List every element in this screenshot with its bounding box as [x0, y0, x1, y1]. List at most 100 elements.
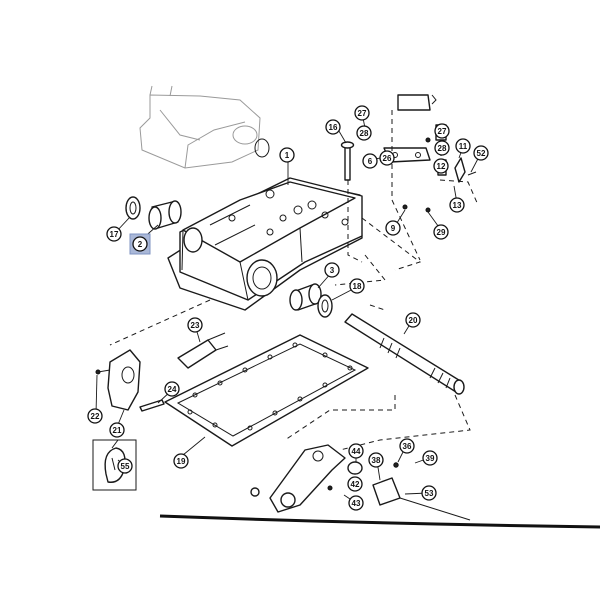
callout-circle	[421, 485, 437, 501]
callout-number: 24	[168, 385, 177, 394]
callout-number: 6	[368, 157, 373, 166]
callout-2: 2	[129, 233, 151, 255]
callout-number: 13	[453, 201, 462, 210]
callout-16: 16	[325, 119, 341, 135]
callout-number: 53	[425, 489, 434, 498]
callout-circle	[449, 197, 465, 213]
callout-circle	[434, 123, 450, 139]
callout-19: 19	[173, 453, 189, 469]
callout-52: 52	[473, 145, 489, 161]
callout-circle	[173, 453, 189, 469]
callout-number: 17	[110, 230, 119, 239]
callout-circle	[132, 236, 148, 252]
callout-number: 18	[353, 282, 362, 291]
callout-circle	[348, 443, 364, 459]
callout-circle	[187, 317, 203, 333]
callout-circle	[473, 145, 489, 161]
callout-number: 55	[121, 462, 130, 471]
callout-circle	[362, 153, 378, 169]
callout-number: 3	[330, 266, 335, 275]
callout-9: 9	[385, 220, 401, 236]
callout-number: 43	[352, 499, 361, 508]
page-cut-line	[159, 514, 600, 529]
callout-53: 53	[421, 485, 437, 501]
callout-number: 52	[477, 149, 486, 158]
callout-38: 38	[368, 452, 384, 468]
callout-number: 23	[191, 321, 200, 330]
callout-23: 23	[187, 317, 203, 333]
gasket-part-19	[164, 334, 369, 447]
callout-39: 39	[422, 450, 438, 466]
bushing-part-3	[289, 283, 322, 311]
callout-number: 44	[352, 447, 361, 456]
seal-part-18	[317, 294, 333, 318]
callout-circle	[279, 147, 295, 163]
callout-number: 42	[351, 480, 360, 489]
callout-number: 2	[138, 240, 143, 249]
lower-right-lever-assembly	[250, 444, 471, 521]
callout-circle	[433, 224, 449, 240]
pin-part-24	[139, 399, 165, 412]
callout-circle	[379, 150, 395, 166]
callout-27: 27	[434, 123, 450, 139]
seal-part-17	[125, 196, 141, 220]
callout-circle	[87, 408, 103, 424]
callout-circle	[106, 226, 122, 242]
callout-1: 1	[279, 147, 295, 163]
callout-29: 29	[433, 224, 449, 240]
leader-lines	[95, 112, 482, 504]
callout-number: 16	[329, 123, 338, 132]
callout-circle	[433, 158, 449, 174]
callout-18: 18	[349, 278, 365, 294]
callout-circle	[325, 119, 341, 135]
callout-number: 27	[438, 127, 447, 136]
callout-12: 12	[433, 158, 449, 174]
callout-circle	[349, 278, 365, 294]
callout-number: 38	[372, 456, 381, 465]
callout-circle	[455, 138, 471, 154]
rear-housing-ghost	[139, 85, 270, 169]
callout-20: 20	[405, 312, 421, 328]
callout-circle	[385, 220, 401, 236]
callout-42: 42	[347, 476, 363, 492]
callout-number: 19	[177, 457, 186, 466]
callout-number: 9	[391, 224, 396, 233]
callout-17: 17	[106, 226, 122, 242]
callout-number: 28	[360, 129, 369, 138]
callout-circle	[399, 438, 415, 454]
callout-number: 29	[437, 228, 446, 237]
callout-circle	[164, 381, 180, 397]
callout-circle	[117, 458, 133, 474]
callout-layer: 1236911121316171819202122232426272728282…	[87, 105, 489, 511]
callout-circle	[422, 450, 438, 466]
lift-cover-housing	[167, 177, 363, 311]
callout-55: 55	[117, 458, 133, 474]
callout-28: 28	[434, 140, 450, 156]
callout-6: 6	[362, 153, 378, 169]
part-55-box	[92, 439, 137, 491]
callout-36: 36	[399, 438, 415, 454]
callout-number: 21	[113, 426, 122, 435]
callout-number: 39	[426, 454, 435, 463]
splined-shaft-20	[344, 313, 465, 395]
callout-number: 27	[358, 109, 367, 118]
callout-24: 24	[164, 381, 180, 397]
callout-circle	[324, 262, 340, 278]
callout-number: 12	[437, 162, 446, 171]
callout-circle	[347, 476, 363, 492]
callout-44: 44	[348, 443, 364, 459]
callout-circle	[356, 125, 372, 141]
callout-circle	[405, 312, 421, 328]
callout-circle	[434, 140, 450, 156]
callout-number: 22	[91, 412, 100, 421]
lift-arm-21	[95, 349, 141, 411]
callout-27: 27	[354, 105, 370, 121]
callout-circle	[348, 495, 364, 511]
callout-number: 28	[438, 144, 447, 153]
callout-13: 13	[449, 197, 465, 213]
callout-11: 11	[455, 138, 471, 154]
callout-number: 11	[459, 142, 468, 151]
callout-43: 43	[348, 495, 364, 511]
